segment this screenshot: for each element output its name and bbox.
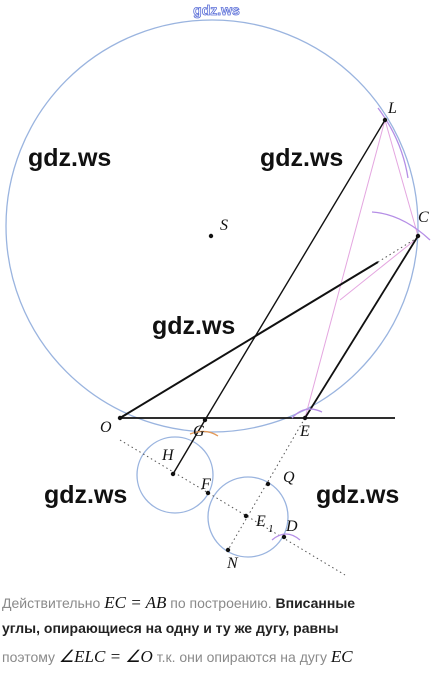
caption-line-3: поэтому ∠ELC = ∠O т.к. они опираются на … (2, 647, 430, 667)
site-header[interactable]: gdz.ws (193, 2, 240, 19)
caption-text: поэтому (2, 649, 59, 665)
label-g: G (193, 423, 205, 440)
line-gl (204, 119, 386, 421)
point-f (205, 490, 211, 496)
point-l (382, 117, 388, 123)
label-n: N (226, 555, 239, 572)
circle-e1 (207, 476, 289, 558)
arc-g (189, 430, 219, 437)
point-n (225, 547, 231, 553)
point-d (281, 534, 287, 540)
line-ec (304, 235, 419, 419)
caption-text: Вписанные (275, 595, 356, 611)
point-h (170, 471, 176, 477)
line-gh (172, 419, 206, 475)
label-d: D (285, 518, 298, 535)
label-l: L (387, 100, 397, 117)
label-c: C (418, 209, 429, 226)
arc-e (291, 408, 323, 419)
point-e (302, 415, 308, 421)
construction-line-el (304, 119, 386, 419)
construction-line-c (339, 235, 421, 301)
caption-text: Действительно (2, 595, 105, 611)
arc-d (271, 533, 301, 541)
point-g (202, 417, 208, 423)
label-h: H (161, 447, 175, 464)
dotted-line-c (377, 235, 421, 263)
caption-math: ∠ELC = ∠O (58, 647, 153, 666)
line-ox (119, 261, 379, 419)
dotted-line-od (119, 439, 346, 576)
label-o: O (100, 419, 112, 436)
watermark-2: gdz.ws (260, 144, 344, 172)
arc-l (377, 107, 409, 179)
label-s: S (220, 217, 228, 234)
construction-line-lc (384, 119, 419, 237)
point-q (265, 481, 271, 487)
label-e1-sub: 1 (268, 523, 274, 535)
caption-text: углы, опирающиеся на одну и ту же дугу, … (2, 620, 339, 636)
watermark-1: gdz.ws (28, 144, 112, 172)
point-s (208, 233, 214, 239)
arc-c (371, 211, 431, 241)
point-o (117, 415, 123, 421)
point-c (415, 233, 421, 239)
point-e1 (243, 513, 249, 519)
watermark-3: gdz.ws (152, 312, 236, 340)
caption-line-1: Действительно EC = AB по построению. Впи… (2, 593, 430, 613)
watermark-5: gdz.ws (316, 481, 400, 509)
label-q: Q (283, 469, 295, 486)
caption-line-2: углы, опирающиеся на одну и ту же дугу, … (2, 620, 430, 636)
label-e: E (299, 423, 310, 440)
circle-h (136, 436, 214, 514)
geometry-diagram: L S C O G E H F Q E 1 D N (5, 19, 431, 576)
label-e1: E (255, 513, 266, 530)
label-f: F (200, 476, 211, 493)
caption-text: т.к. они опираются на дугу (152, 649, 331, 665)
circle-s (5, 19, 419, 433)
dotted-line-en (227, 417, 306, 551)
caption-math: EC = AB (104, 593, 167, 612)
caption-math: EC (330, 647, 353, 666)
caption-text: по построению. (166, 595, 276, 611)
watermark-4: gdz.ws (44, 481, 128, 509)
